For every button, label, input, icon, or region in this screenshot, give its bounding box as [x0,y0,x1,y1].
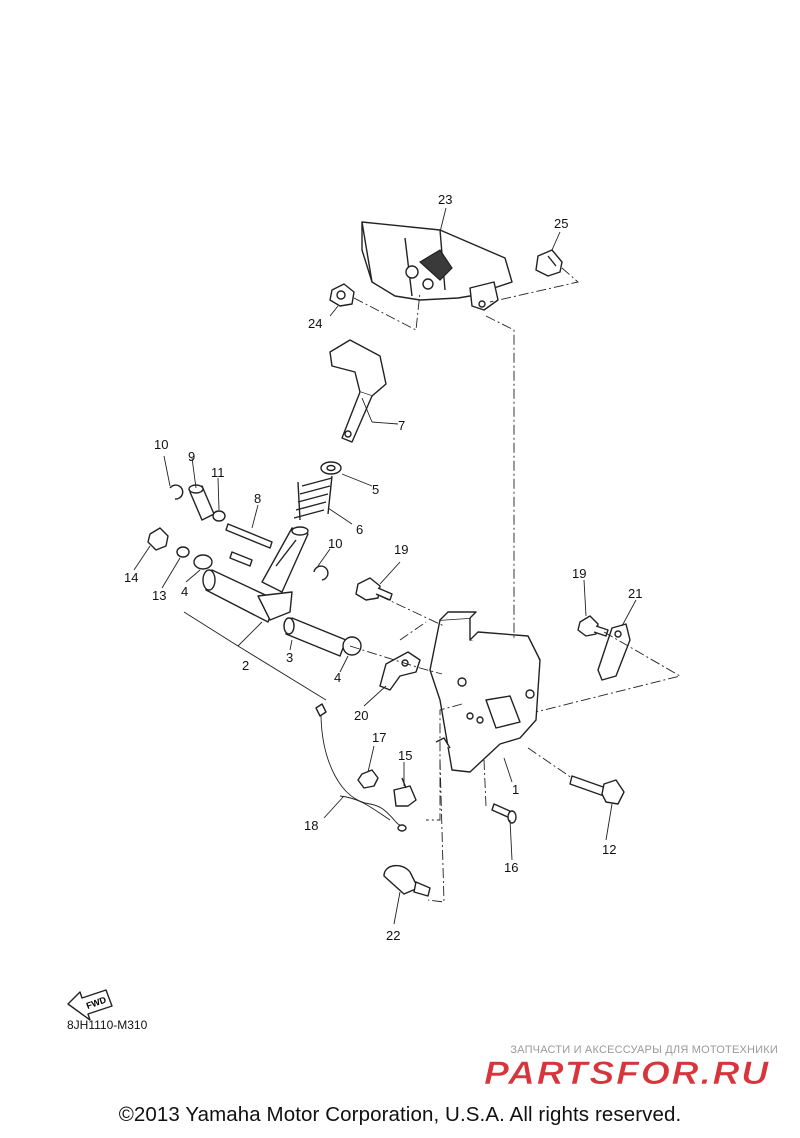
part-nut-14 [147,527,169,551]
part-bolt-24 [329,283,355,307]
callout-15: 15 [398,748,412,763]
callout-4-left: 4 [181,584,188,599]
part-washer-13 [176,546,190,558]
callout-19-right: 19 [572,566,586,581]
part-cover [361,221,513,311]
callout-11: 11 [211,465,225,480]
callout-13: 13 [152,588,166,603]
callout-16: 16 [504,860,518,875]
callout-23: 23 [438,192,452,207]
part-washer-11 [212,510,226,522]
callout-7: 7 [398,418,405,433]
callout-22: 22 [386,928,400,943]
callout-3: 3 [286,650,293,665]
part-bolt-19a [355,577,393,601]
callout-9: 9 [188,449,195,464]
watermark-tagline: ЗАПЧАСТИ И АКСЕССУАРЫ ДЛЯ МОТОТЕХНИКИ [510,1044,778,1056]
callout-10-lower: 10 [328,536,342,551]
part-switch-15 [393,777,417,807]
callout-1: 1 [512,782,519,797]
part-shaft-assembly [202,526,309,623]
callout-2: 2 [242,658,249,673]
part-pin-8 [225,523,273,549]
fwd-arrow-icon: FWD [67,989,113,1021]
callout-20: 20 [354,708,368,723]
callout-18: 18 [304,818,318,833]
leader-lines [133,207,637,925]
watermark-logo-text: PARTSFOR.RU [484,1056,770,1090]
part-nut-17 [357,769,379,789]
part-circlip-10a [169,484,184,500]
callout-10-upper: 10 [154,437,168,452]
part-bushing-4b [342,636,362,656]
part-wire-lead [315,703,407,832]
callout-14: 14 [124,570,138,585]
part-screw-16 [491,803,517,824]
part-plate-20 [379,651,421,691]
part-circlip-10b [313,565,329,581]
callout-12: 12 [602,842,616,857]
copyright-notice: ©2013 Yamaha Motor Corporation, U.S.A. A… [118,1103,682,1126]
part-lever-arm [329,339,387,443]
callout-19-left: 19 [394,542,408,557]
part-bushing-4a [193,554,213,570]
callout-5: 5 [372,482,379,497]
callout-6: 6 [356,522,363,537]
callout-21: 21 [628,586,642,601]
part-collar-9 [188,484,215,521]
part-bracket [429,611,541,773]
part-spring [293,475,333,521]
assembly-lines [349,267,682,903]
callout-17: 17 [372,730,386,745]
watermark-logo: PARTSFOR.RU [484,1056,770,1090]
part-sleeve-3 [283,617,347,657]
part-bolt-12 [569,775,625,805]
callout-labels: 1 2 3 4 4 5 6 7 8 9 10 10 11 12 13 14 15… [124,192,642,943]
part-plate-21 [597,623,631,681]
drawing-code: 8JH1110-M310 [67,1018,148,1032]
callout-8: 8 [254,491,261,506]
part-clip-25 [535,249,563,277]
callout-25: 25 [554,216,568,231]
callout-4-right: 4 [334,670,341,685]
callout-24: 24 [308,316,322,331]
part-clamp-22 [383,865,431,897]
part-bolt-19b [577,615,609,637]
